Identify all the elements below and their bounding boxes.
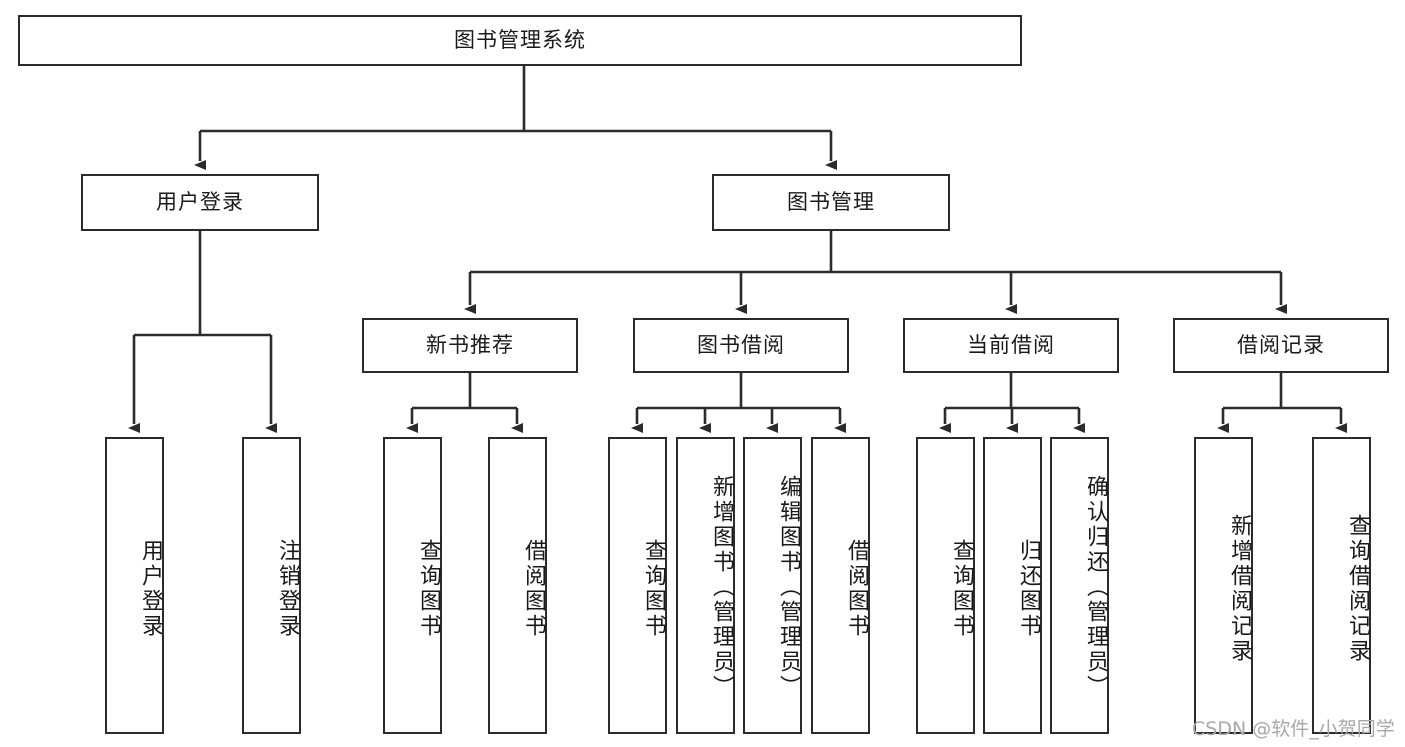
node-leaf-add-book[interactable]: 新增图书（管理员） [676, 437, 735, 734]
node-label: 查询图书 [949, 538, 974, 639]
csdn-watermark: CSDN @软件_小贺同学 [1192, 718, 1395, 740]
node-leaf-borrow-book-2[interactable]: 借阅图书 [811, 437, 870, 734]
node-leaf-query-book-2[interactable]: 查询图书 [608, 437, 667, 734]
node-label: 当前借阅 [967, 332, 1055, 357]
node-label: 图书管理系统 [454, 27, 586, 52]
node-label: 归还图书 [1016, 538, 1041, 639]
node-label: 新书推荐 [426, 332, 514, 357]
node-leaf-query-book-3[interactable]: 查询图书 [916, 437, 975, 734]
node-root[interactable]: 图书管理系统 [18, 15, 1022, 66]
node-leaf-user-login[interactable]: 用户登录 [105, 437, 164, 734]
node-label: 借阅图书 [844, 538, 869, 639]
node-book-borrow[interactable]: 图书借阅 [633, 318, 849, 373]
node-leaf-query-record[interactable]: 查询借阅记录 [1312, 437, 1371, 734]
node-user-login[interactable]: 用户登录 [81, 174, 319, 231]
node-label: 借阅图书 [521, 538, 546, 639]
node-label: 图书借阅 [697, 332, 785, 357]
node-leaf-return-book[interactable]: 归还图书 [983, 437, 1042, 734]
node-leaf-confirm-return[interactable]: 确认归还（管理员） [1050, 437, 1109, 734]
node-label: 注销登录 [275, 538, 300, 639]
node-leaf-logout[interactable]: 注销登录 [242, 437, 301, 734]
node-label: 查询图书 [416, 538, 441, 639]
node-leaf-query-book-1[interactable]: 查询图书 [383, 437, 442, 734]
node-new-book-rec[interactable]: 新书推荐 [362, 318, 578, 373]
node-label: 查询借阅记录 [1345, 513, 1370, 664]
node-label: 用户登录 [138, 538, 163, 639]
node-current-borrow[interactable]: 当前借阅 [903, 318, 1119, 373]
node-leaf-borrow-book-1[interactable]: 借阅图书 [488, 437, 547, 734]
node-label: 编辑图书（管理员） [776, 475, 801, 700]
node-label: 查询图书 [641, 538, 666, 639]
node-leaf-edit-book[interactable]: 编辑图书（管理员） [743, 437, 802, 734]
node-label: 借阅记录 [1237, 332, 1325, 357]
node-book-manage[interactable]: 图书管理 [712, 174, 950, 231]
node-borrow-record[interactable]: 借阅记录 [1173, 318, 1389, 373]
node-label: 图书管理 [787, 189, 875, 214]
node-label: 确认归还（管理员） [1083, 475, 1108, 700]
node-label: 新增图书（管理员） [709, 475, 734, 700]
node-label: 新增借阅记录 [1227, 513, 1252, 664]
node-leaf-add-record[interactable]: 新增借阅记录 [1194, 437, 1253, 734]
node-label: 用户登录 [156, 189, 244, 214]
